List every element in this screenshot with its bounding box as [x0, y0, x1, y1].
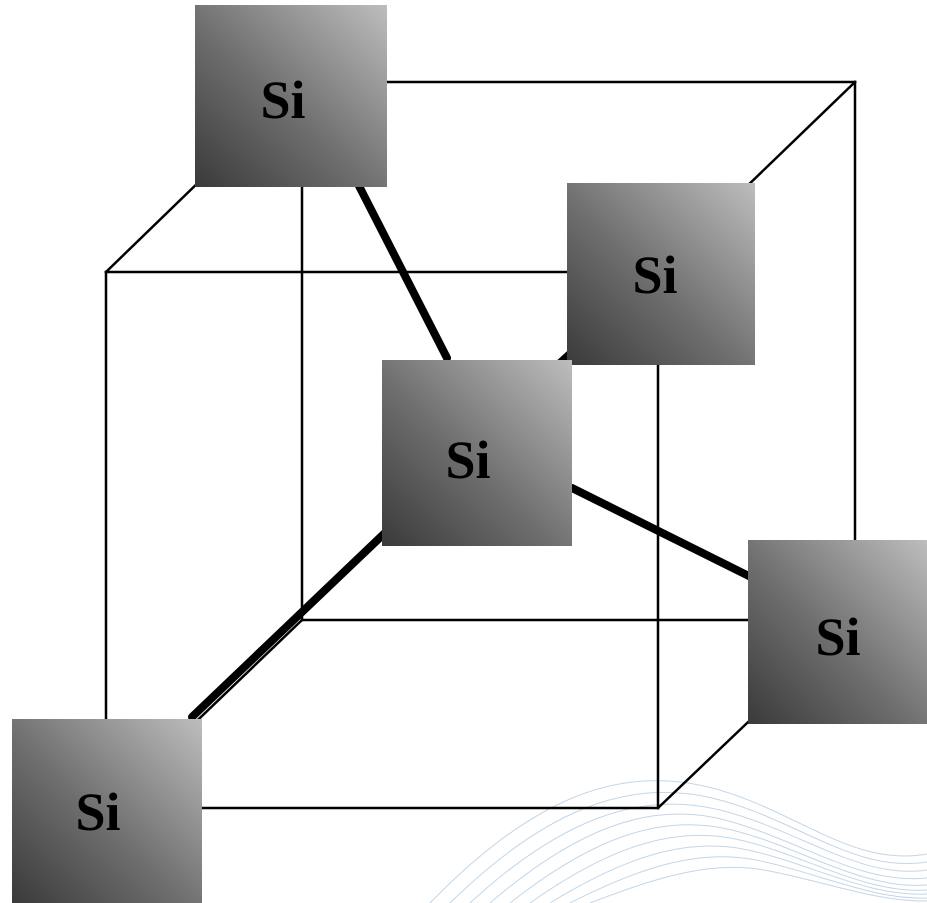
atom-label: Si [815, 607, 860, 667]
background-wave-decoration [429, 780, 927, 903]
atom-top-left: Si [195, 5, 387, 187]
atom-bottom-left: Si [12, 719, 202, 903]
atom-front-right: Si [748, 540, 927, 724]
atom-label: Si [445, 430, 490, 490]
atom-label: Si [260, 70, 305, 130]
atom-label: Si [632, 245, 677, 305]
atom-back-right: Si [567, 183, 755, 365]
atom-label: Si [75, 782, 120, 842]
atom-center: Si [382, 360, 572, 546]
